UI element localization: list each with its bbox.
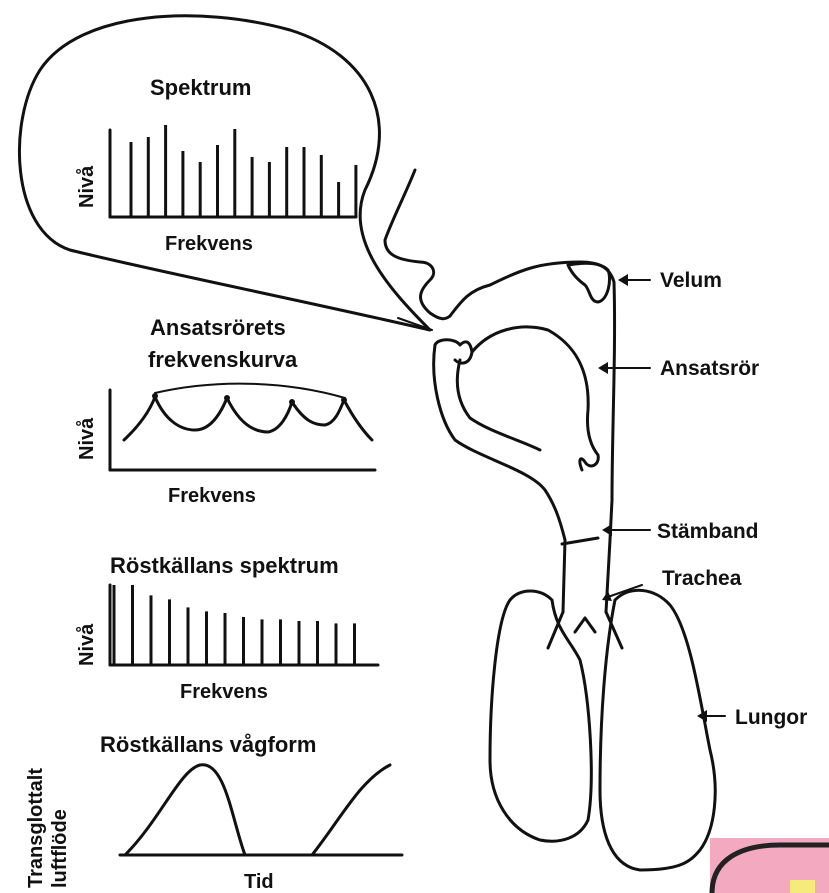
larynx-front (563, 540, 565, 612)
waveform-title: Röstkällans vågform (100, 732, 316, 757)
vocal-folds-callout: Stämband (602, 520, 759, 543)
spectrum-title: Spektrum (150, 75, 251, 100)
source-spectrum-title: Röstkällans spektrum (110, 553, 339, 578)
vocal-tract-label: Ansatsrör (660, 357, 759, 380)
spectrum-bars (131, 125, 356, 217)
waveform-ylabel-line1: Transglottalt (25, 768, 47, 888)
trachea-label: Trachea (662, 567, 742, 590)
source-spectrum-xlabel: Frekvens (180, 681, 268, 703)
spectrum-ylabel: Nivå (75, 165, 98, 208)
vocal-folds-line (562, 538, 598, 544)
filter-ylabel: Nivå (75, 417, 98, 460)
vocal-tract-callout: Ansatsrör (598, 357, 759, 380)
face-profile (385, 170, 450, 319)
lungs-label: Lungor (735, 706, 807, 729)
larynx-back (606, 540, 610, 612)
lips (435, 340, 472, 363)
waveform-pulse-1 (125, 765, 245, 855)
velum-shape (568, 263, 610, 302)
corner-artifact-highlight (790, 880, 815, 893)
waveform-xlabel: Tid (244, 871, 274, 893)
source-spectrum-bars (114, 585, 355, 665)
trachea-callout: Trachea (602, 567, 742, 601)
filter-xlabel: Frekvens (168, 485, 256, 507)
velum-callout: Velum (618, 269, 722, 292)
corner-artifact (710, 838, 829, 893)
filter-curve (124, 397, 372, 440)
tongue-and-oral-cavity (434, 345, 565, 540)
velum-arrowhead (618, 274, 628, 286)
waveform-pulse-2 (312, 765, 390, 855)
source-spectrum-ylabel: Nivå (75, 623, 98, 666)
formant-peak-dot (341, 397, 347, 403)
pharynx-front-wall (457, 360, 540, 450)
filter-title-line1: Ansatsrörets (150, 315, 286, 340)
formant-peak-dot (289, 399, 295, 405)
filter-title-line2: frekvenskurva (148, 347, 298, 372)
right-lung (600, 590, 715, 870)
spectrum-xlabel: Frekvens (165, 233, 253, 255)
filter-envelope-line (155, 384, 345, 398)
vocal-folds-arrowhead (602, 524, 612, 536)
lungs-callout: Lungor (697, 706, 807, 729)
formant-peak-dot (152, 393, 158, 399)
nasal-cavity-outline (450, 262, 615, 540)
formant-peak-dot (224, 395, 230, 401)
velum-label: Velum (660, 269, 722, 292)
waveform-ylabel-line2: luftflöde (49, 809, 71, 888)
vocal-tract-arrowhead (598, 362, 608, 374)
vocal-folds-label: Stämband (657, 520, 759, 543)
